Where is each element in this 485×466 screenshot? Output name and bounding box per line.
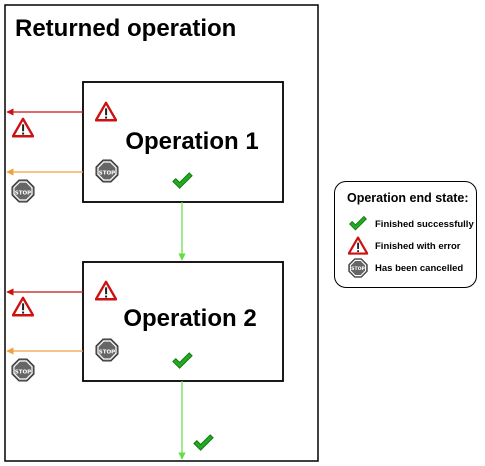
stop-icon: STOP <box>95 338 119 362</box>
warning-icon <box>347 236 369 255</box>
check-icon <box>349 216 367 231</box>
stop-icon: STOP <box>95 159 119 183</box>
stop-icon: STOP <box>11 179 35 203</box>
operation-2-box <box>82 261 284 382</box>
svg-text:STOP: STOP <box>15 191 31 197</box>
svg-text:STOP: STOP <box>99 171 115 177</box>
diagram-title: Returned operation <box>15 15 237 42</box>
stop-icon: STOP <box>11 358 35 382</box>
operation-1-label: Operation 1 <box>125 128 259 155</box>
returned-operation-frame <box>4 4 319 462</box>
legend: Operation end state: Finished successful… <box>334 181 477 288</box>
operation-2-label: Operation 2 <box>123 305 257 332</box>
legend-label-error: Finished with error <box>375 240 461 252</box>
legend-item-error: Finished with error <box>347 235 461 257</box>
stop-icon: STOP <box>348 258 368 278</box>
svg-text:STOP: STOP <box>351 266 365 272</box>
legend-label-success: Finished successfully <box>375 218 474 230</box>
legend-title: Operation end state: <box>347 191 469 205</box>
legend-item-success: Finished successfully <box>347 213 474 235</box>
svg-text:STOP: STOP <box>99 350 115 356</box>
legend-item-cancelled: STOP Has been cancelled <box>347 257 463 279</box>
svg-text:STOP: STOP <box>15 370 31 376</box>
legend-label-cancelled: Has been cancelled <box>375 262 464 274</box>
